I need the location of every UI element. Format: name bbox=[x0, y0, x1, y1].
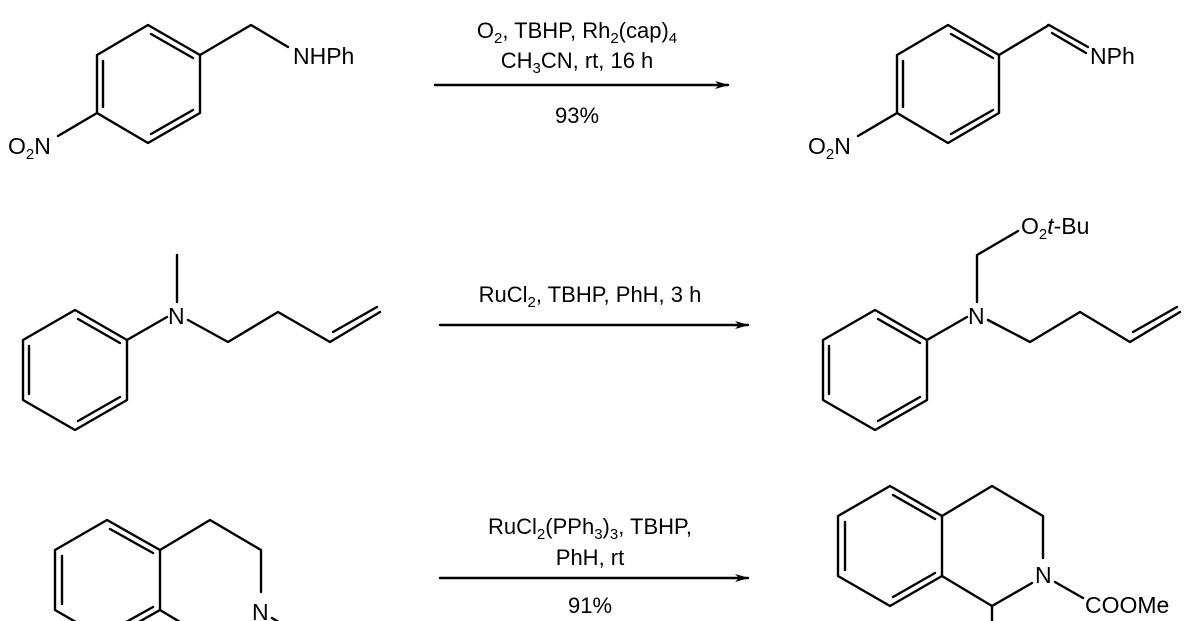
reactant-3-structure: N bbox=[53, 518, 280, 621]
nhph-label: NHPh bbox=[293, 43, 354, 69]
yield-label: 93% bbox=[555, 103, 599, 128]
product-1-structure: NPh O2​N bbox=[808, 23, 1135, 163]
nitrogen-label: N bbox=[1035, 562, 1052, 588]
nitrogen-label: N bbox=[968, 303, 985, 329]
ester-label: COOMe bbox=[1085, 592, 1169, 618]
nitrogen-label: N bbox=[252, 599, 269, 621]
product-2-structure: N O2​t-Bu bbox=[821, 213, 1182, 432]
nph-label: NPh bbox=[1090, 43, 1135, 69]
reaction-1-arrow: O2​, TBHP, Rh2​(cap)4​ CH3​CN, rt, 16 h … bbox=[433, 18, 730, 128]
nitrogen-label: N bbox=[168, 303, 185, 329]
reaction-2-arrow: RuCl2​, TBHP, PhH, 3 h bbox=[438, 282, 750, 329]
nitro-label: O2​N bbox=[808, 133, 851, 163]
reactant-1-structure: NHPh O2​N bbox=[8, 23, 354, 163]
reactant-2-structure: N bbox=[21, 253, 382, 432]
conditions-line-1: RuCl2​(PPh3​)3​, TBHP, bbox=[488, 514, 692, 543]
conditions-line-1: RuCl2​, TBHP, PhH, 3 h bbox=[479, 282, 702, 311]
product-3-structure: N COOMe bbox=[836, 484, 1169, 621]
conditions-line-2: CH3​CN, rt, 16 h bbox=[501, 48, 654, 77]
yield-label: 91% bbox=[568, 593, 612, 618]
conditions-line-2: PhH, rt bbox=[556, 545, 624, 570]
nitro-label: O2​N bbox=[8, 133, 51, 163]
conditions-line-1: O2​, TBHP, Rh2​(cap)4​ bbox=[477, 18, 677, 47]
peroxide-label: O2​t-Bu bbox=[1021, 213, 1089, 243]
reaction-3-arrow: RuCl2​(PPh3​)3​, TBHP, PhH, rt 91% bbox=[438, 514, 750, 618]
